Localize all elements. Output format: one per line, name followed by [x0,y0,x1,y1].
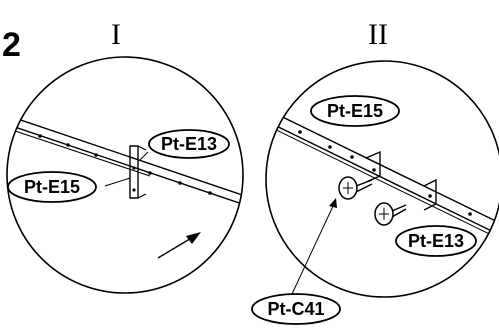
bracket-pt-e13 [104,145,147,199]
detail-circle-1 [6,56,244,294]
step-number: 2 [2,26,21,64]
label-pt-e13-panel2: Pt-E13 [408,231,464,251]
callout-pt-e15-panel1: Pt-E15 [7,171,97,203]
label-pt-c41: Pt-C41 [267,299,324,319]
panel-2-numeral: II [368,18,388,51]
bracket-pt-e13 [365,150,437,211]
detail-circle-2 [265,60,499,298]
screw-2 [374,202,407,226]
label-pt-e15-panel1: Pt-E15 [24,177,80,197]
callout-pt-e13-panel2: Pt-E13 [395,225,477,257]
callout-pt-e15-panel2: Pt-E15 [310,95,400,127]
panel-1-numeral: I [111,18,121,51]
callout-pt-e13-panel1: Pt-E13 [139,129,230,161]
label-pt-e15-panel2: Pt-E15 [327,101,383,121]
label-pt-e13-panel1: Pt-E13 [161,134,217,154]
callout-pt-c41: Pt-C41 [251,198,341,325]
screw-1 [338,176,373,200]
direction-arrow [157,232,201,259]
